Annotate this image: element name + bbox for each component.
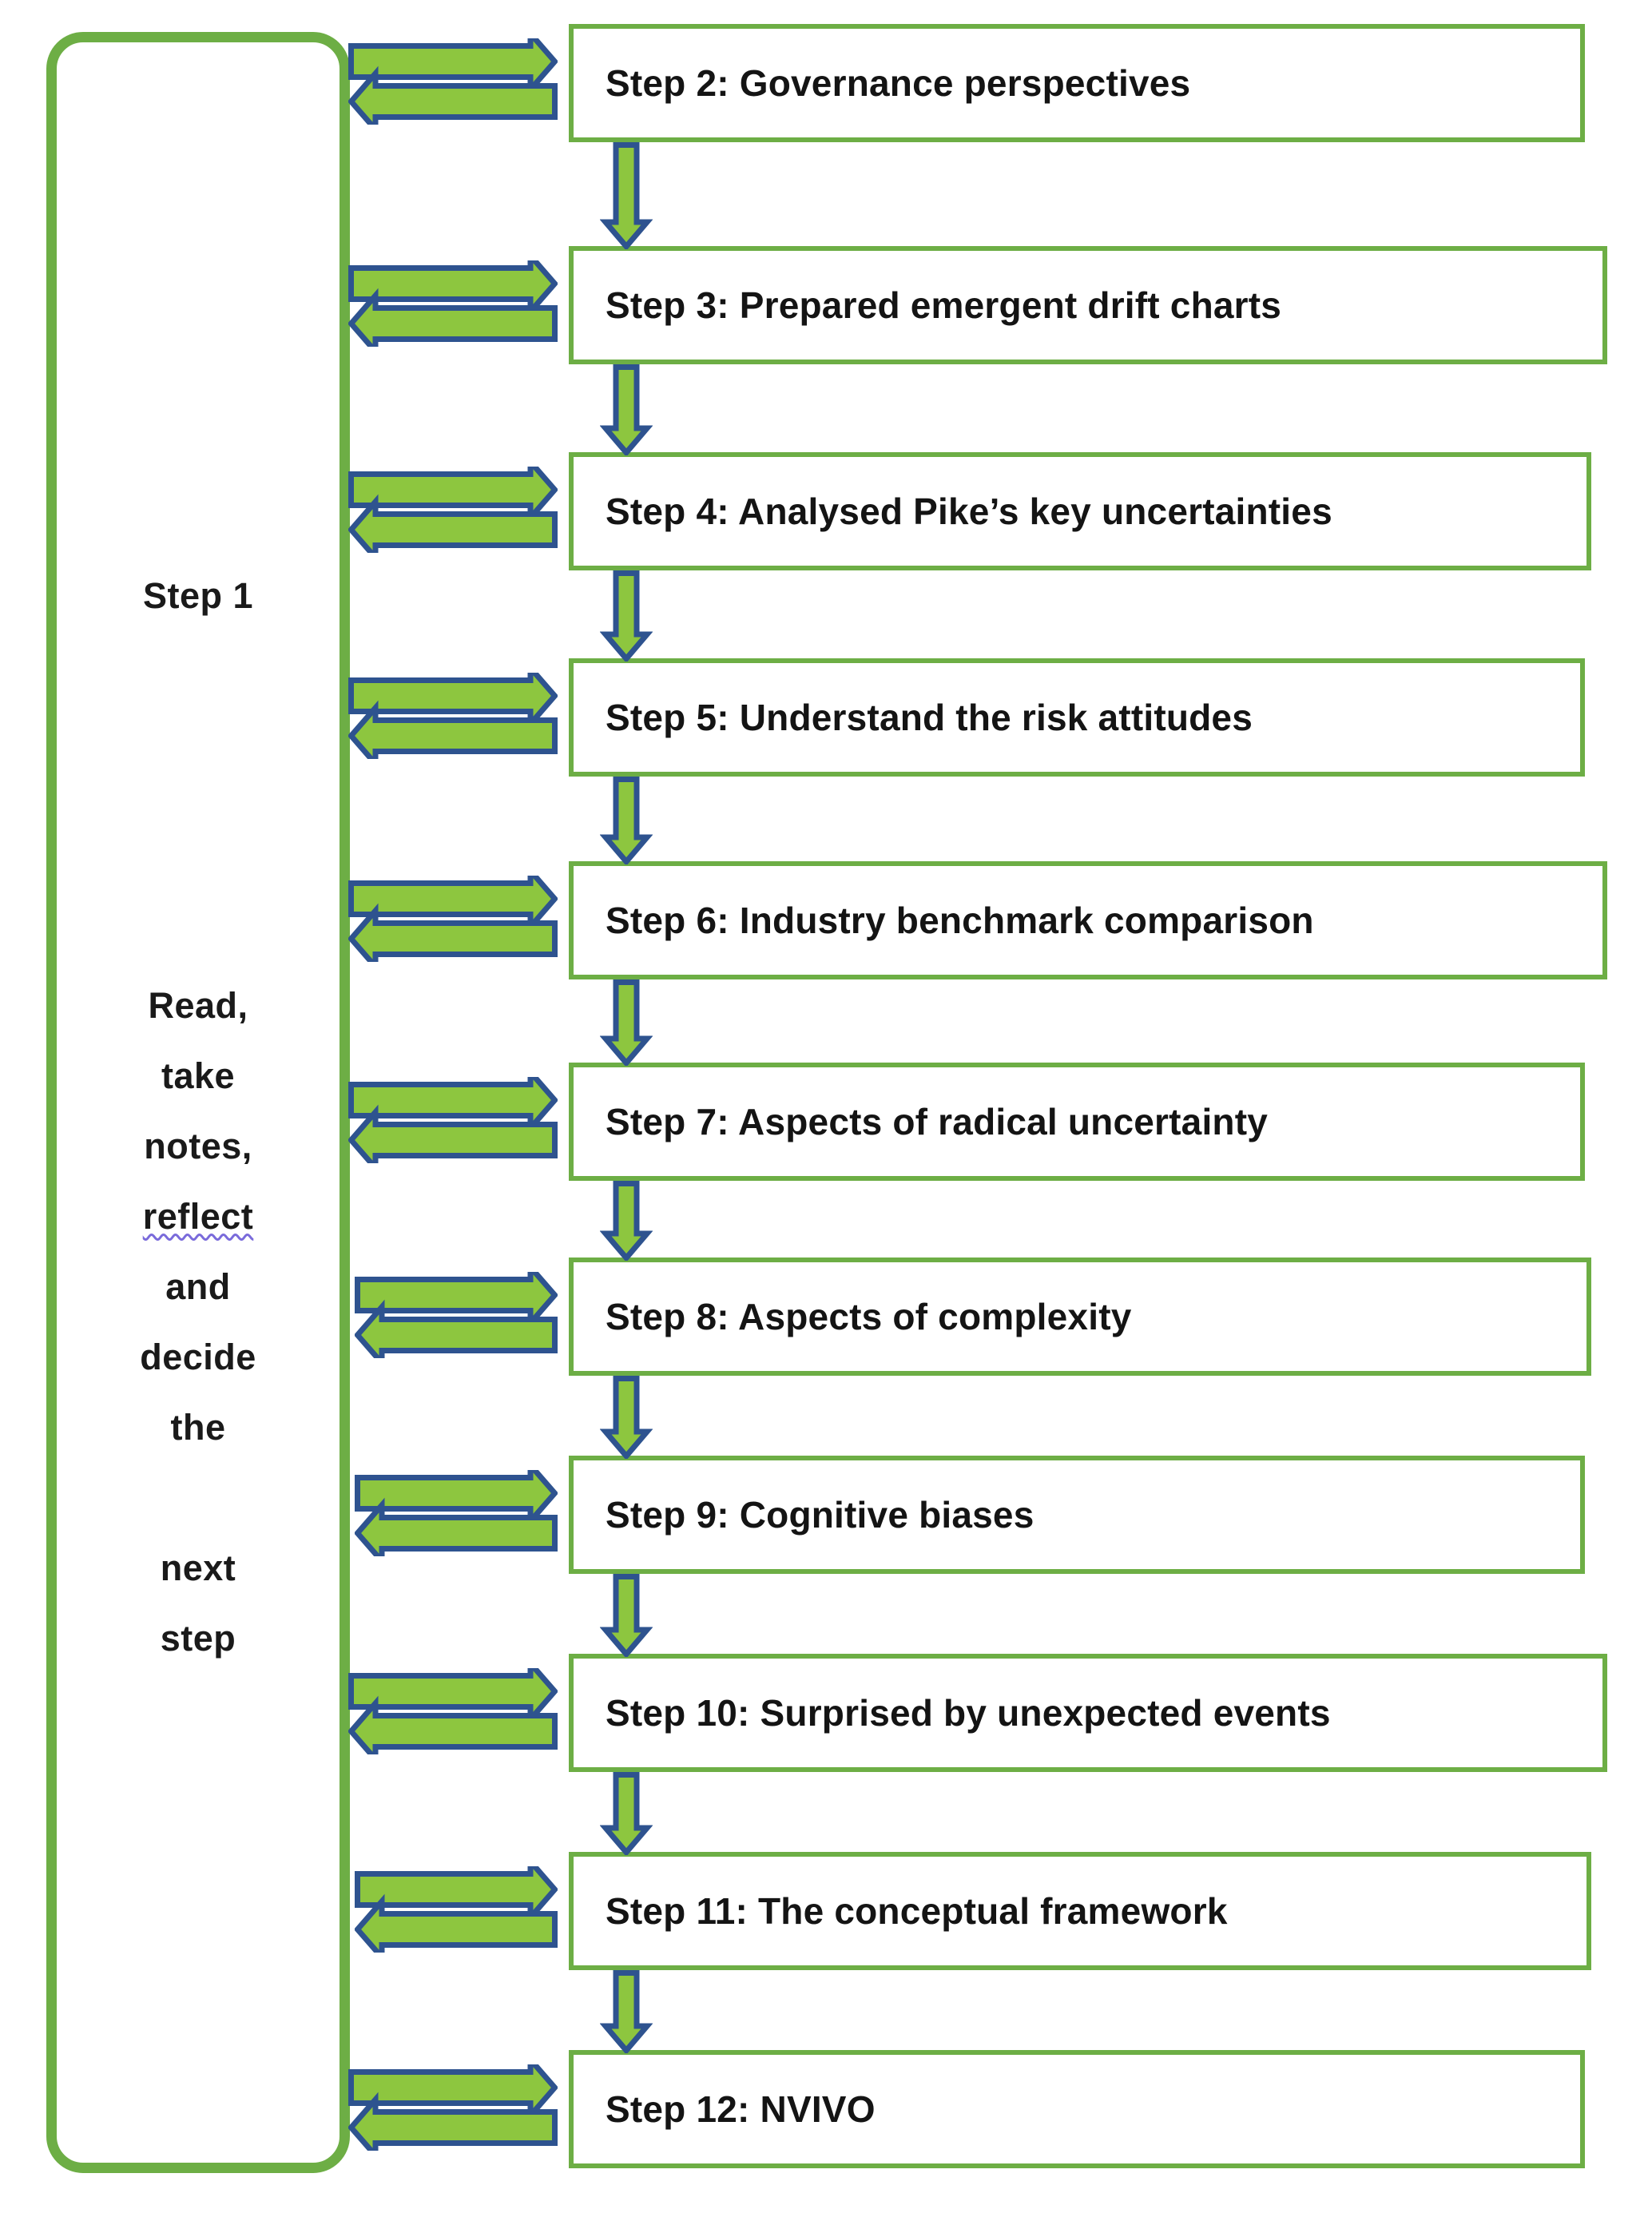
arrow-left-icon <box>348 1695 558 1754</box>
step-box-label-3: Step 3: Prepared emergent drift charts <box>606 284 1282 326</box>
bidirectional-arrow-pair <box>355 1866 558 1953</box>
step-box-label-8: Step 8: Aspects of complexity <box>606 1296 1132 1337</box>
arrow-left-icon <box>355 1893 558 1953</box>
step-box-label-12: Step 12: NVIVO <box>606 2088 876 2130</box>
arrow-down-connector <box>600 364 653 455</box>
bidirectional-arrow-pair <box>348 1668 558 1754</box>
bidirectional-arrow-pair <box>355 1470 558 1556</box>
step1-line-2: take <box>161 1055 236 1096</box>
bidirectional-arrow-pair <box>348 876 558 962</box>
arrow-right-icon <box>348 1668 558 1727</box>
arrow-left-icon <box>348 66 558 125</box>
step1-line-10: step <box>160 1618 236 1659</box>
arrow-right-icon <box>348 38 558 97</box>
step-box-label-6: Step 6: Industry benchmark comparison <box>606 900 1314 941</box>
step-box-7[interactable]: Step 7: Aspects of radical uncertainty <box>569 1063 1585 1181</box>
bidirectional-arrow-pair <box>348 38 558 125</box>
step-box-12[interactable]: Step 12: NVIVO <box>569 2050 1585 2168</box>
arrow-down-icon <box>600 142 653 249</box>
arrow-down-icon <box>600 979 653 1066</box>
arrow-down-connector <box>600 1181 653 1261</box>
arrow-left-icon <box>355 1497 558 1556</box>
step-box-9[interactable]: Step 9: Cognitive biases <box>569 1456 1585 1574</box>
arrow-left-icon <box>355 1299 558 1358</box>
step-box-label-2: Step 2: Governance perspectives <box>606 62 1191 104</box>
step1-line-6: decide <box>140 1337 256 1377</box>
bidirectional-arrow-pair <box>348 1077 558 1163</box>
arrow-down-connector <box>600 979 653 1066</box>
step-box-label-4: Step 4: Analysed Pike’s key uncertaintie… <box>606 491 1332 532</box>
arrow-down-icon <box>600 777 653 864</box>
step-box-2[interactable]: Step 2: Governance perspectives <box>569 24 1585 142</box>
arrow-down-icon <box>600 1970 653 2053</box>
arrow-down-icon <box>600 1376 653 1459</box>
arrow-down-icon <box>600 1181 653 1261</box>
step1-line-9: next <box>160 1548 236 1588</box>
step-box-label-10: Step 10: Surprised by unexpected events <box>606 1692 1331 1734</box>
step1-container <box>46 32 350 2173</box>
arrow-down-connector <box>600 142 653 249</box>
arrow-down-connector <box>600 1970 653 2053</box>
arrow-left-icon <box>348 288 558 347</box>
step-box-8[interactable]: Step 8: Aspects of complexity <box>569 1258 1591 1376</box>
step-box-label-5: Step 5: Understand the risk attitudes <box>606 697 1253 738</box>
arrow-down-connector <box>600 1772 653 1855</box>
step1-line-7: the <box>170 1407 226 1448</box>
arrow-right-icon <box>348 2064 558 2124</box>
step1-line-4: reflect <box>142 1196 254 1237</box>
step1-line-3: notes, <box>144 1126 252 1166</box>
step-box-6[interactable]: Step 6: Industry benchmark comparison <box>569 861 1607 979</box>
step-box-10[interactable]: Step 10: Surprised by unexpected events <box>569 1654 1607 1772</box>
step-box-11[interactable]: Step 11: The conceptual framework <box>569 1852 1591 1970</box>
arrow-down-connector <box>600 1574 653 1657</box>
step1-title: Step 1 <box>142 575 254 616</box>
arrow-down-icon <box>600 1574 653 1657</box>
arrow-down-connector <box>600 570 653 662</box>
arrow-down-connector <box>600 1376 653 1459</box>
arrow-down-icon <box>600 1772 653 1855</box>
step1-description: Read, take notes, reflect and decide the… <box>46 971 350 1674</box>
bidirectional-arrow-pair <box>348 673 558 759</box>
bidirectional-arrow-pair <box>348 467 558 553</box>
bidirectional-arrow-pair <box>348 260 558 347</box>
step-box-5[interactable]: Step 5: Understand the risk attitudes <box>569 658 1585 777</box>
arrow-down-connector <box>600 777 653 864</box>
arrow-left-icon <box>348 700 558 759</box>
arrow-right-icon <box>348 673 558 732</box>
arrow-right-icon <box>355 1866 558 1925</box>
arrow-left-icon <box>348 2092 558 2151</box>
step-box-label-7: Step 7: Aspects of radical uncertainty <box>606 1101 1269 1142</box>
step1-line-5: and <box>165 1266 231 1307</box>
bidirectional-arrow-pair <box>355 1272 558 1358</box>
step-box-label-9: Step 9: Cognitive biases <box>606 1494 1034 1536</box>
arrow-right-icon <box>348 260 558 320</box>
step-box-4[interactable]: Step 4: Analysed Pike’s key uncertaintie… <box>569 452 1591 570</box>
arrow-right-icon <box>348 876 558 935</box>
step-box-3[interactable]: Step 3: Prepared emergent drift charts <box>569 246 1607 364</box>
step1-line-1: Read, <box>148 985 248 1026</box>
arrow-right-icon <box>355 1272 558 1331</box>
arrow-down-icon <box>600 570 653 662</box>
arrow-right-icon <box>348 1077 558 1136</box>
arrow-left-icon <box>348 494 558 553</box>
arrow-left-icon <box>348 1104 558 1163</box>
arrow-right-icon <box>348 467 558 526</box>
arrow-left-icon <box>348 903 558 962</box>
step-box-label-11: Step 11: The conceptual framework <box>606 1890 1228 1932</box>
arrow-down-icon <box>600 364 653 455</box>
arrow-right-icon <box>355 1470 558 1529</box>
bidirectional-arrow-pair <box>348 2064 558 2151</box>
